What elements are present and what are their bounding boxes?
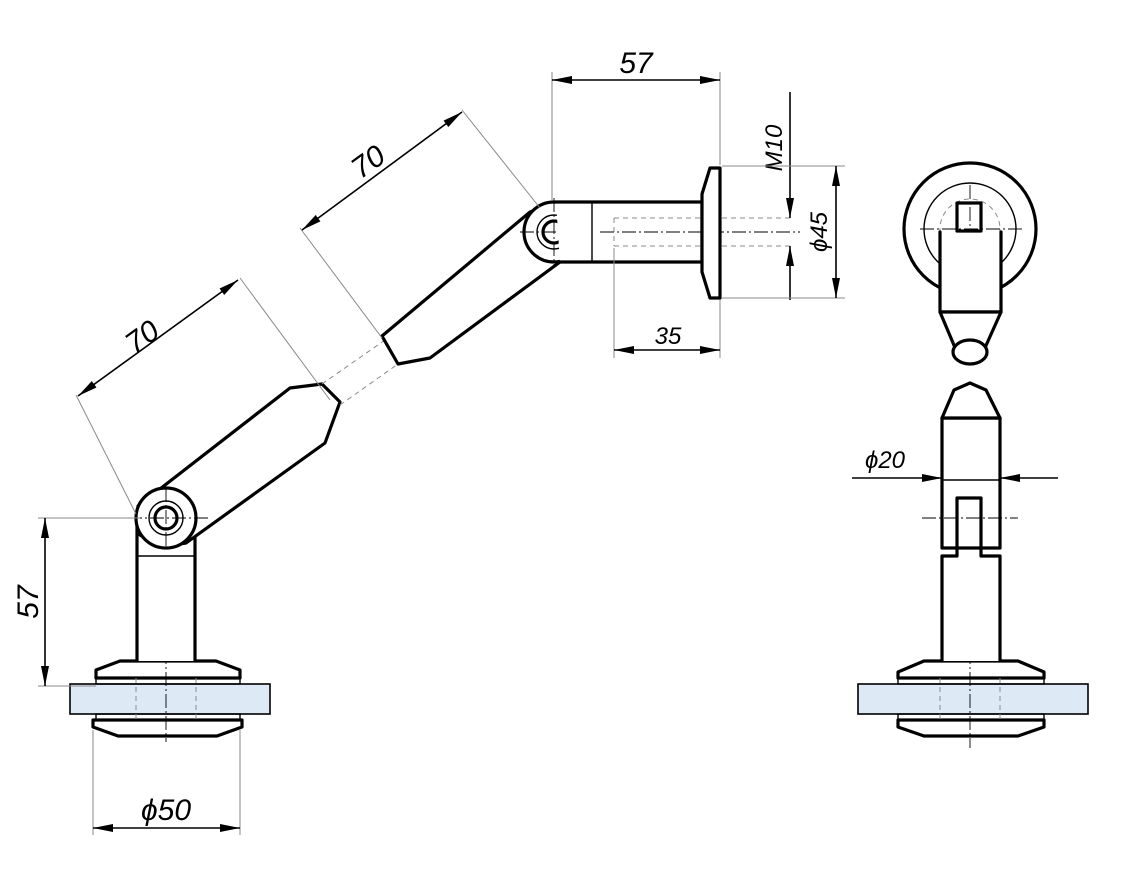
glass-panel-right	[857, 683, 1089, 715]
dim-arm-upper: 70	[345, 139, 392, 185]
dim-base: ϕ50	[141, 794, 191, 827]
dim-arm-lower: 70	[119, 314, 166, 360]
dim-depth: 35	[655, 323, 682, 350]
dim-thread: M10	[761, 124, 788, 171]
end-view-top	[902, 161, 1038, 366]
dim-flange: ϕ45	[806, 211, 833, 252]
end-rod	[938, 230, 1003, 314]
side-dimensions: 70 70 57 M10 ϕ45 35 57 ϕ50	[12, 47, 845, 835]
end-slot	[955, 201, 983, 233]
base-lower-plate	[91, 718, 244, 738]
end-dimensions: ϕ20	[852, 447, 1058, 482]
dim-top-offset: 57	[619, 47, 654, 80]
glass-panel	[69, 683, 271, 715]
end-view-bottom	[857, 381, 1089, 748]
post-right	[940, 546, 1002, 663]
end-flange	[700, 166, 722, 300]
rod-right	[940, 416, 1002, 550]
side-view	[40, 166, 800, 742]
rod-cap	[940, 381, 1002, 420]
dim-rod: ϕ20	[865, 447, 906, 474]
dim-height: 57	[12, 584, 45, 619]
end-tip	[951, 338, 989, 366]
base-upper-plate	[94, 659, 242, 680]
base-upper-gasket	[95, 677, 241, 685]
